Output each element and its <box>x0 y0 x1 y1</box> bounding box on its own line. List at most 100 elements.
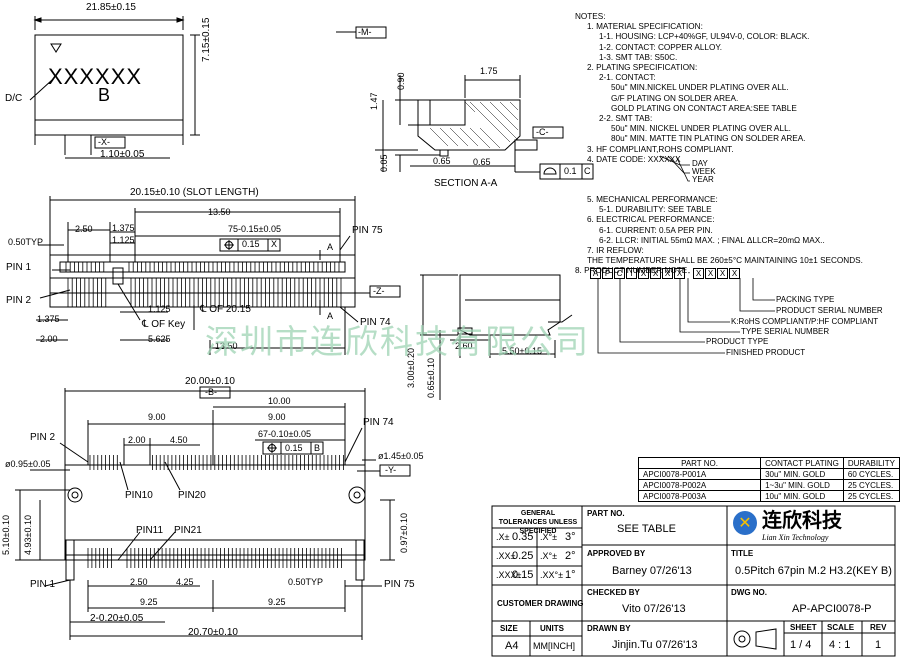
datum-m: -M- <box>358 27 372 37</box>
top-view <box>29 16 387 159</box>
note-line: 50u" MIN. NICKEL UNDER PLATING OVER ALL. <box>611 124 791 134</box>
title-block-frame <box>491 505 896 657</box>
flatness-datum: C <box>584 166 591 176</box>
table-cell: APCI0078-P001A <box>637 468 762 480</box>
table-cell: 25 CYCLES. <box>842 490 900 502</box>
note-line: G/F PLATING ON SOLDER AREA. <box>611 93 739 103</box>
date-code-day: DAY <box>692 159 708 168</box>
front-200: 2.00 <box>40 334 58 344</box>
pn-legend-2: K:RoHS COMPLIANT/P:HF COMPLIANT <box>731 317 879 326</box>
marking-b: B <box>98 85 111 105</box>
drawn-value: Jinjin.Tu 07/26'13 <box>612 639 698 651</box>
note-line: 1-1. HOUSING: LCP+40%GF, UL94V-0, COLOR:… <box>599 32 810 42</box>
section-a-top: A <box>327 242 334 252</box>
pitch-dim: 1.10±0.05 <box>100 149 145 160</box>
sec-dim-090: 0.90 <box>396 72 406 90</box>
scale-value: 4 : 1 <box>829 639 851 651</box>
front-pitch-typ: 0.50TYP <box>8 237 44 247</box>
bottom-67: 67-0.10±0.05 <box>258 429 311 439</box>
pn-box: X <box>662 268 673 279</box>
sec-dim-147: 1.47 <box>369 92 379 110</box>
scale-label: SCALE <box>827 623 855 632</box>
note-line: 50u" MIN.NICKEL UNDER PLATING OVER ALL. <box>611 83 789 93</box>
date-code-week: WEEK <box>692 167 716 176</box>
dwg-label: DWG NO. <box>731 588 767 597</box>
note-line: 6-1. CURRENT: 0.5A PER PIN. <box>599 225 713 235</box>
bottom-pin10: PIN10 <box>125 490 153 501</box>
rev-value: 1 <box>875 639 882 651</box>
note-line: NOTES: <box>575 12 606 21</box>
table-header-row: PART NO. CONTACT PLATING DURABILITY <box>637 457 900 469</box>
sheet-value: 1 / 4 <box>790 639 812 651</box>
pn-box: X <box>674 268 685 279</box>
table-cell: 30u" MIN. GOLD <box>760 468 844 480</box>
front-pins <box>65 262 342 307</box>
bottom-425: 4.25 <box>176 577 194 587</box>
table-row: APCI0078-P003A 10u" MIN. GOLD 25 CYCLES. <box>637 490 900 502</box>
note-line: 8. PRODUCT NUMBER NOTE <box>575 266 688 276</box>
pn-box: X <box>638 268 649 279</box>
bottom-925a: 9.25 <box>140 597 158 607</box>
pn-box: P <box>602 268 613 279</box>
note-line: 6. ELECTRICAL PERFORMANCE: <box>587 215 715 225</box>
sheet-label: SHEET <box>790 623 817 632</box>
bottom-tol-datum: B <box>314 443 321 453</box>
note-line: 1-3. SMT TAB: S50C. <box>599 52 678 62</box>
company-name-en: Lian Xin Technology <box>762 533 829 542</box>
table-row: APCI0078-P002A 1~3u" MIN. GOLD 25 CYCLES… <box>637 479 900 491</box>
datum-c: -C- <box>536 127 549 137</box>
sec-dim-005: 0.05 <box>379 154 389 172</box>
tol-row-2-label: .XXX± <box>496 570 522 580</box>
datum-z: -Z- <box>373 286 385 296</box>
table-header: CONTACT PLATING <box>760 457 844 469</box>
hole-right-dim: ø1.45±0.05 <box>378 451 424 461</box>
bottom-510: 5.10±0.10 <box>1 515 11 555</box>
tolerance-title: GENERAL TOLERANCES UNLESS SPECIFIED <box>498 510 578 535</box>
marking-text: XXXXXX <box>48 64 143 89</box>
note-line: 4. DATE CODE: XXXXXX <box>587 154 681 164</box>
pn-box: X <box>693 268 704 279</box>
pn-box: - <box>687 268 691 277</box>
checked-label: CHECKED BY <box>587 588 640 597</box>
datum-x: -X- <box>98 137 110 147</box>
tol-row-1-value: 0.25 <box>512 550 534 562</box>
slot-length-dim: 20.15±0.10 (SLOT LENGTH) <box>130 187 259 198</box>
bottom-925b: 9.25 <box>268 597 286 607</box>
section-a-bottom: A <box>327 311 334 321</box>
tol-row-0-label: .X± <box>496 532 510 542</box>
front-view <box>36 196 401 355</box>
part-no-value: SEE TABLE <box>617 523 676 535</box>
front-tol-datum: X <box>271 239 278 249</box>
note-line: 1-2. CONTACT: COPPER ALLOY. <box>599 42 722 52</box>
checked-value: Vito 07/26'13 <box>622 603 686 615</box>
bottom-200: 2.00 <box>128 435 146 445</box>
bottom-450: 4.50 <box>170 435 188 445</box>
rev-label: REV <box>870 623 887 632</box>
hole-left-dim: ø0.95±0.05 <box>5 459 51 469</box>
note-line: 5-1. DURABILITY: SEE TABLE <box>599 205 712 215</box>
front-5625: 5.625 <box>148 334 171 344</box>
table-cell: 60 CYCLES. <box>842 468 900 480</box>
front-of2015: ℄ OF 20.15 <box>200 304 251 315</box>
pn-box: X <box>650 268 661 279</box>
title-label: TITLE <box>731 549 754 558</box>
bottom-pin1: PIN 1 <box>30 579 56 590</box>
tol-row-2-angle: 1° <box>565 569 576 581</box>
tol-row-1-angle: 2° <box>565 550 576 562</box>
tol-row-0-value: 0.35 <box>512 531 534 543</box>
watermark: 深圳市连欣科技有限公司 <box>205 322 590 361</box>
table-cell: 10u" MIN. GOLD <box>760 490 844 502</box>
flatness-tol: 0.1 <box>564 166 577 176</box>
bottom-pin20: PIN20 <box>178 490 206 501</box>
datum-b: -B- <box>205 387 217 397</box>
approved-label: APPROVED BY <box>587 549 646 558</box>
bottom-pin11: PIN11 <box>136 525 164 536</box>
front-1125: 1.125 <box>112 235 135 245</box>
front-75: 75-0.15±0.05 <box>228 224 281 234</box>
front-1125b: 1.125 <box>148 304 171 314</box>
pn-legend-0: PACKING TYPE <box>776 295 835 304</box>
datum-y: -Y- <box>385 465 397 475</box>
front-250: 2.50 <box>75 224 93 234</box>
size-value: A4 <box>505 640 519 652</box>
side-260: 2.60 <box>455 341 473 351</box>
